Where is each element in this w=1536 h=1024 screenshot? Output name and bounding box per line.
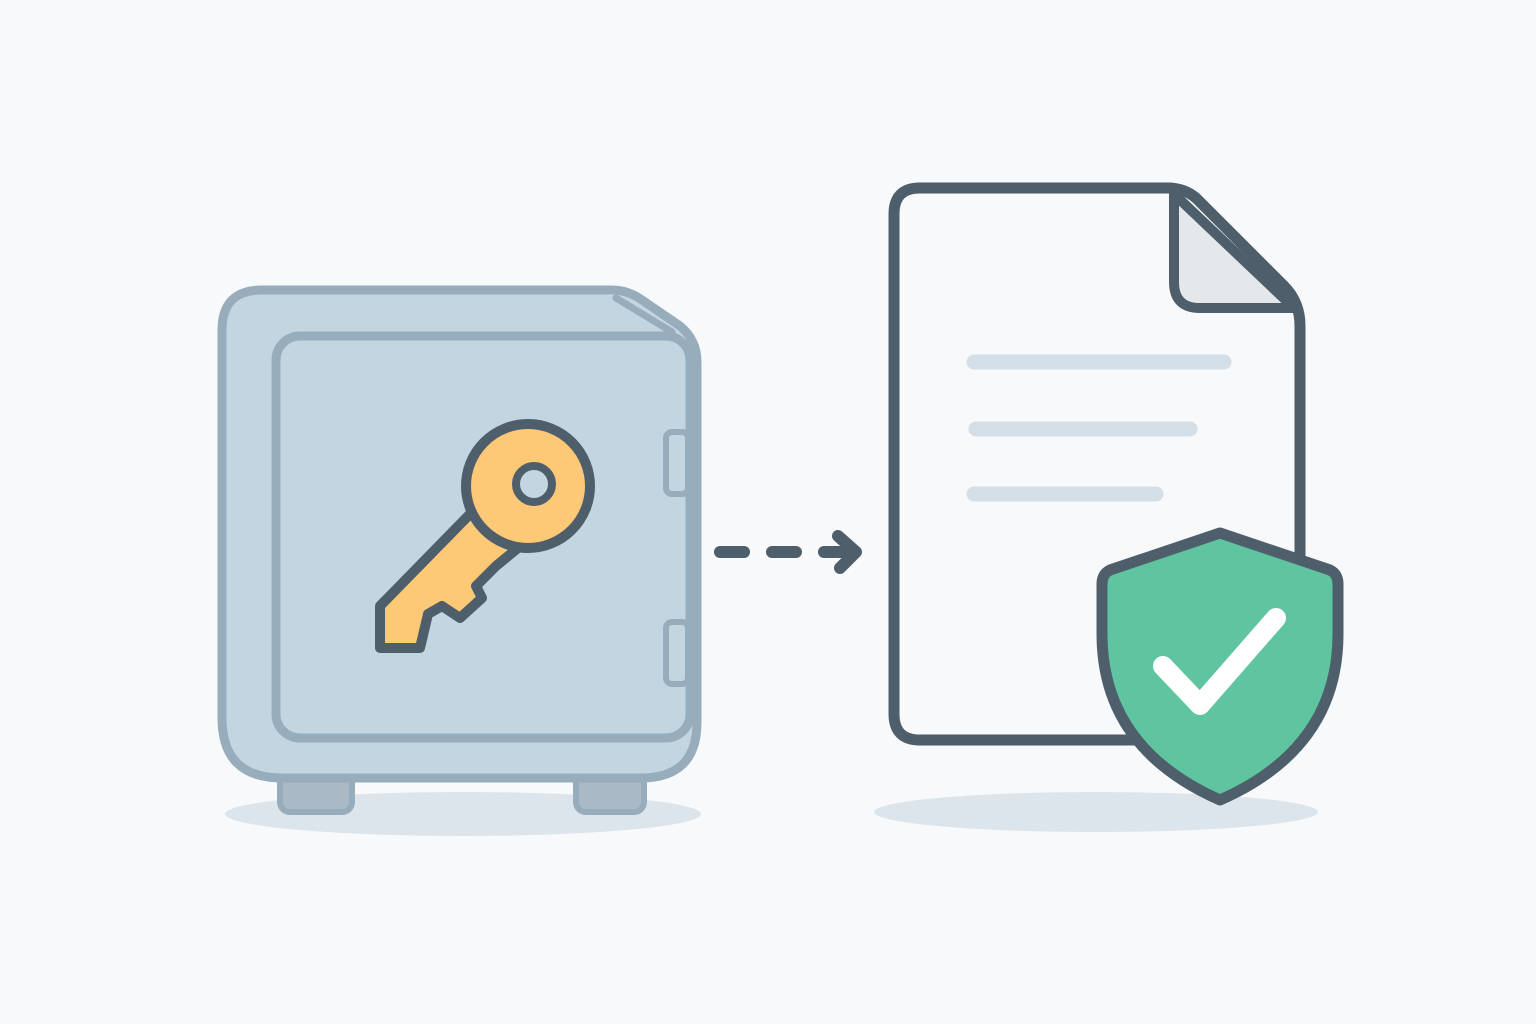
- document-shadow: [874, 792, 1318, 832]
- connector-arrow: [714, 530, 862, 574]
- key-shaft: [375, 507, 523, 653]
- arrow-head: [832, 530, 862, 574]
- key-hole: [512, 462, 556, 506]
- safe-top-edge: [612, 294, 676, 336]
- shield-body: [1096, 527, 1344, 806]
- document-fold: [1169, 189, 1299, 313]
- key-icon: [375, 419, 595, 653]
- shield-check-icon: [1096, 527, 1344, 806]
- check-icon: [1153, 608, 1286, 715]
- safe-icon: [217, 285, 702, 815]
- safe-hinge-top: [663, 429, 691, 497]
- safe-hinge-bottom: [663, 619, 691, 687]
- document-text-lines: [966, 354, 1232, 502]
